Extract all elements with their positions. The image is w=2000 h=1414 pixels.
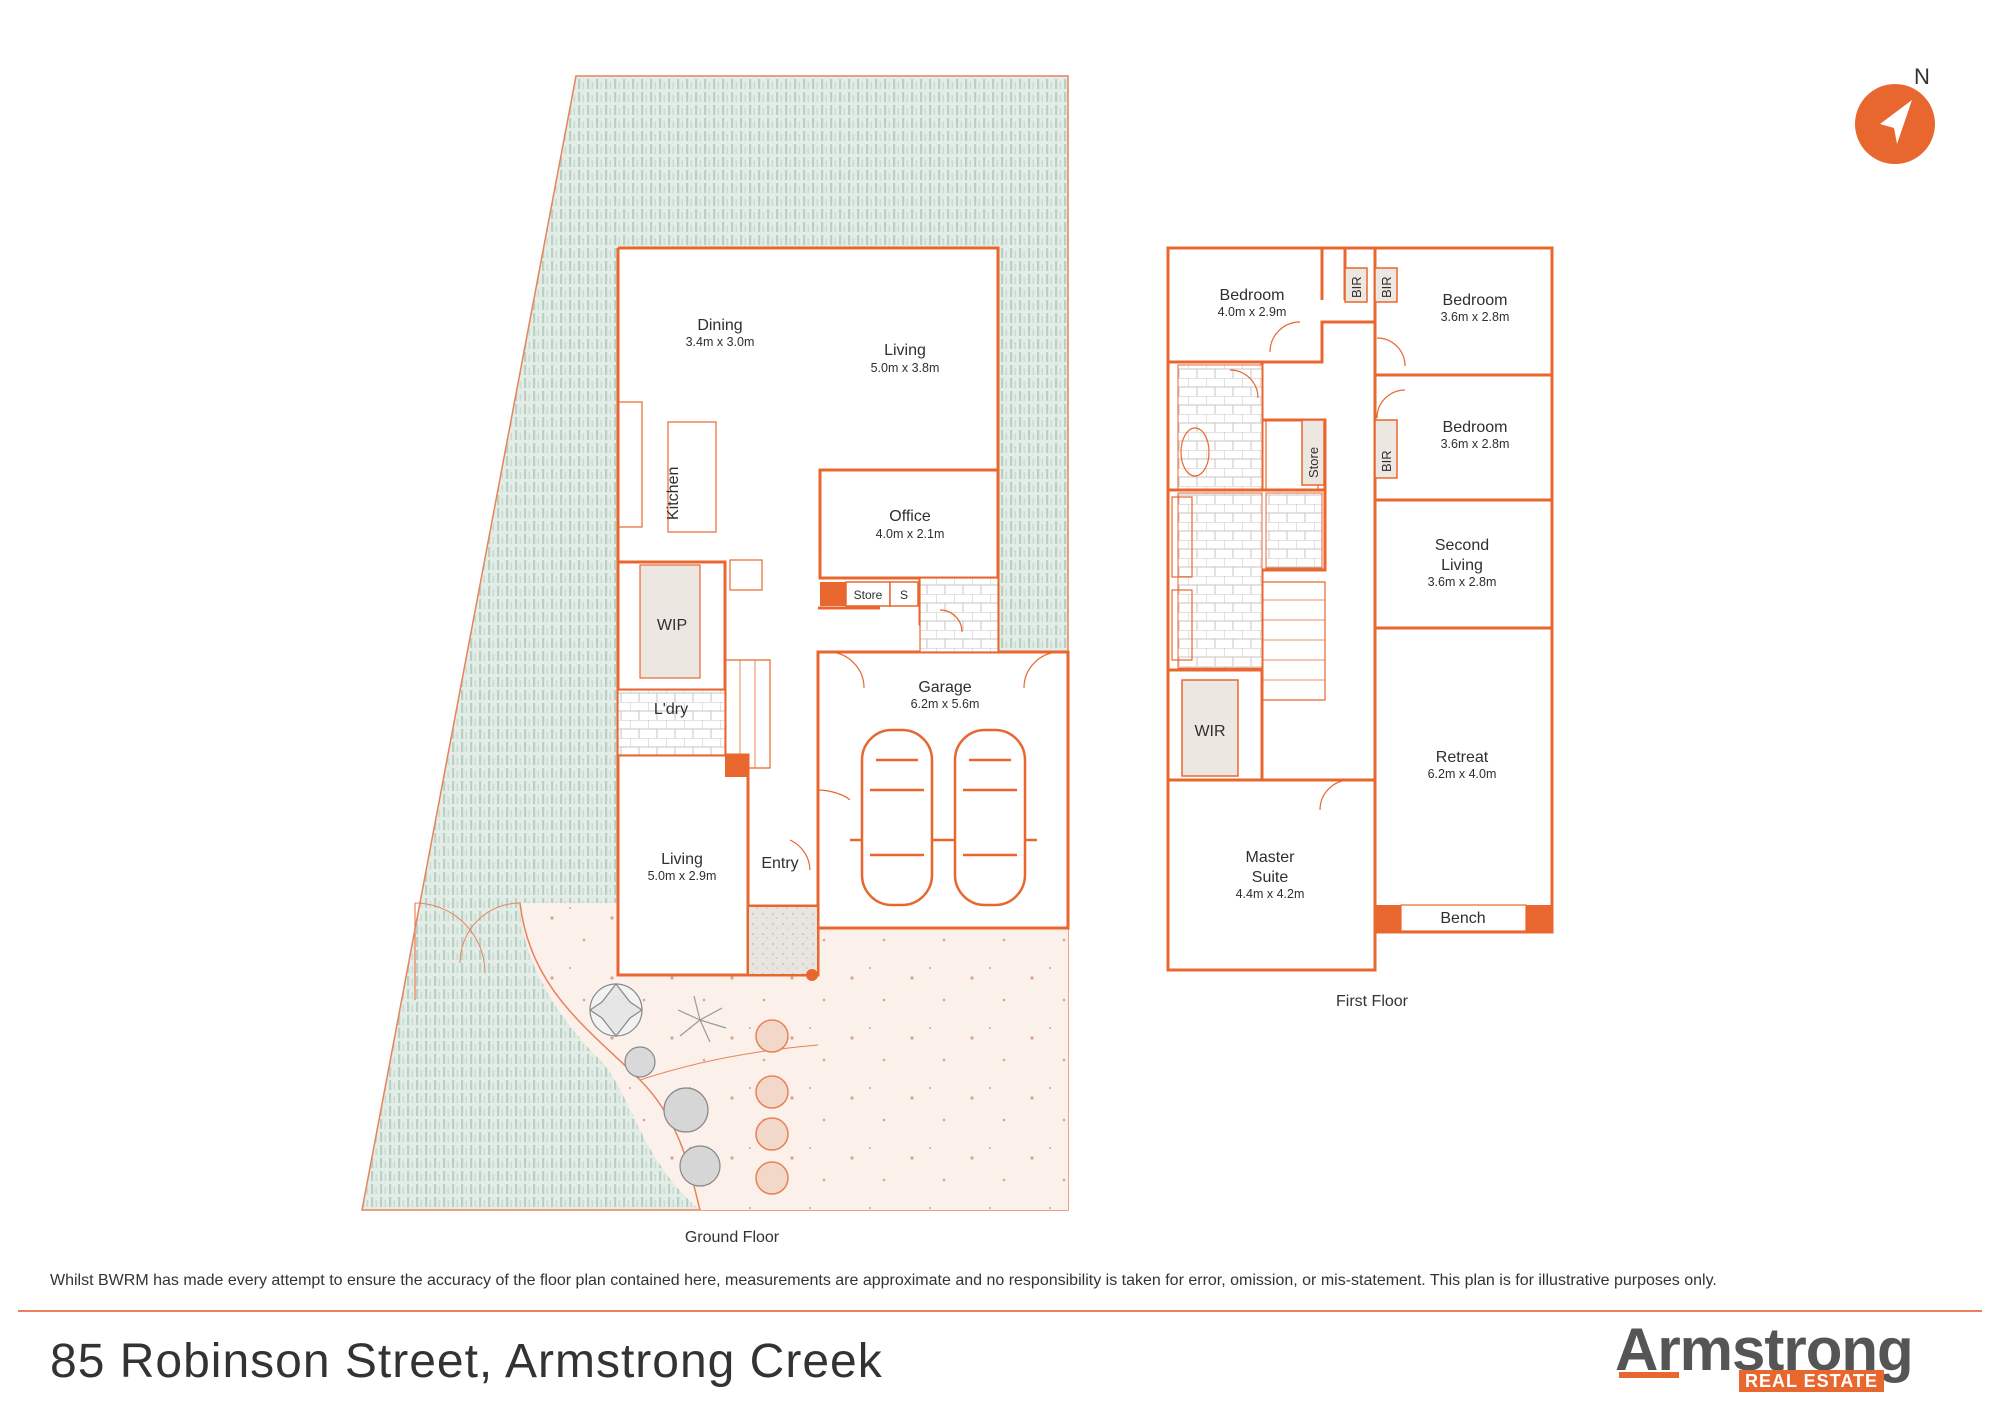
room-store-ff-name: Store: [1306, 447, 1321, 478]
ground-floor-label: Ground Floor: [685, 1229, 780, 1246]
room-wir-name: WIR: [1194, 723, 1225, 740]
stepping-stones: [755, 1019, 789, 1195]
car-left: [850, 728, 944, 907]
room-garage-name: Garage: [918, 679, 971, 696]
front-paving: [415, 903, 1068, 1210]
room-retreat-name: Retreat: [1436, 749, 1489, 766]
disclaimer-text: Whilst BWRM has made every attempt to en…: [50, 1272, 1717, 1289]
ground-floor: Dining 3.4m x 3.0m Living 5.0m x 3.8m Ki…: [361, 75, 1070, 1246]
room-entry-name: Entry: [761, 855, 798, 872]
room-bench-name: Bench: [1440, 910, 1485, 927]
room-dining-dim: 3.4m x 3.0m: [686, 335, 755, 349]
room-store-name: Store: [854, 588, 883, 602]
logo-subtitle: REAL ESTATE: [1739, 1370, 1885, 1392]
room-second-living-name2: Living: [1441, 557, 1483, 574]
logo-accent-bar: [1619, 1372, 1679, 1378]
room-bir1-name: BIR: [1349, 276, 1364, 298]
room-master-name1: Master: [1246, 849, 1296, 866]
property-address: 85 Robinson Street, Armstrong Creek: [50, 1335, 883, 1388]
armstrong-logo: Armstrong REAL ESTATE: [1615, 1318, 1935, 1398]
room-dining-name: Dining: [697, 317, 742, 334]
room-bir2-name: BIR: [1379, 276, 1394, 298]
room-second-living-name1: Second: [1435, 537, 1489, 554]
room-garage-dim: 6.2m x 5.6m: [911, 697, 980, 711]
footer-divider: [18, 1310, 1982, 1312]
compass: N: [1855, 64, 1935, 164]
floor-plan: Dining 3.4m x 3.0m Living 5.0m x 3.8m Ki…: [361, 64, 1935, 1246]
room-living-upper-dim: 5.0m x 3.8m: [871, 361, 940, 375]
room-master-dim: 4.4m x 4.2m: [1236, 887, 1305, 901]
room-wip-name: WIP: [657, 617, 687, 634]
compass-arrow-icon: [1880, 100, 1912, 144]
room-kitchen-name: Kitchen: [665, 467, 682, 520]
room-retreat-dim: 6.2m x 4.0m: [1428, 767, 1497, 781]
room-bedroom2-dim: 3.6m x 2.8m: [1441, 310, 1510, 324]
room-bir3-name: BIR: [1379, 450, 1394, 472]
first-floor: Bedroom 4.0m x 2.9m Bedroom 3.6m x 2.8m …: [1166, 246, 1554, 1010]
room-living-upper-name: Living: [884, 342, 926, 359]
garden-plants: [588, 983, 727, 1187]
first-floor-label: First Floor: [1336, 993, 1409, 1010]
room-living-lower-name: Living: [661, 851, 703, 868]
room-s-name: S: [900, 588, 908, 602]
compass-north-label: N: [1914, 64, 1930, 89]
room-office-dim: 4.0m x 2.1m: [876, 527, 945, 541]
room-laundry-name: L'dry: [654, 701, 688, 718]
room-bedroom1-dim: 4.0m x 2.9m: [1218, 305, 1287, 319]
room-bedroom2-name: Bedroom: [1443, 292, 1508, 309]
room-second-living-dim: 3.6m x 2.8m: [1428, 575, 1497, 589]
room-bedroom3-dim: 3.6m x 2.8m: [1441, 437, 1510, 451]
room-office-name: Office: [889, 508, 931, 525]
car-right: [943, 728, 1037, 907]
room-bedroom3-name: Bedroom: [1443, 419, 1508, 436]
room-living-lower-dim: 5.0m x 2.9m: [648, 869, 717, 883]
room-bedroom1-name: Bedroom: [1220, 287, 1285, 304]
room-master-name2: Suite: [1252, 869, 1289, 886]
